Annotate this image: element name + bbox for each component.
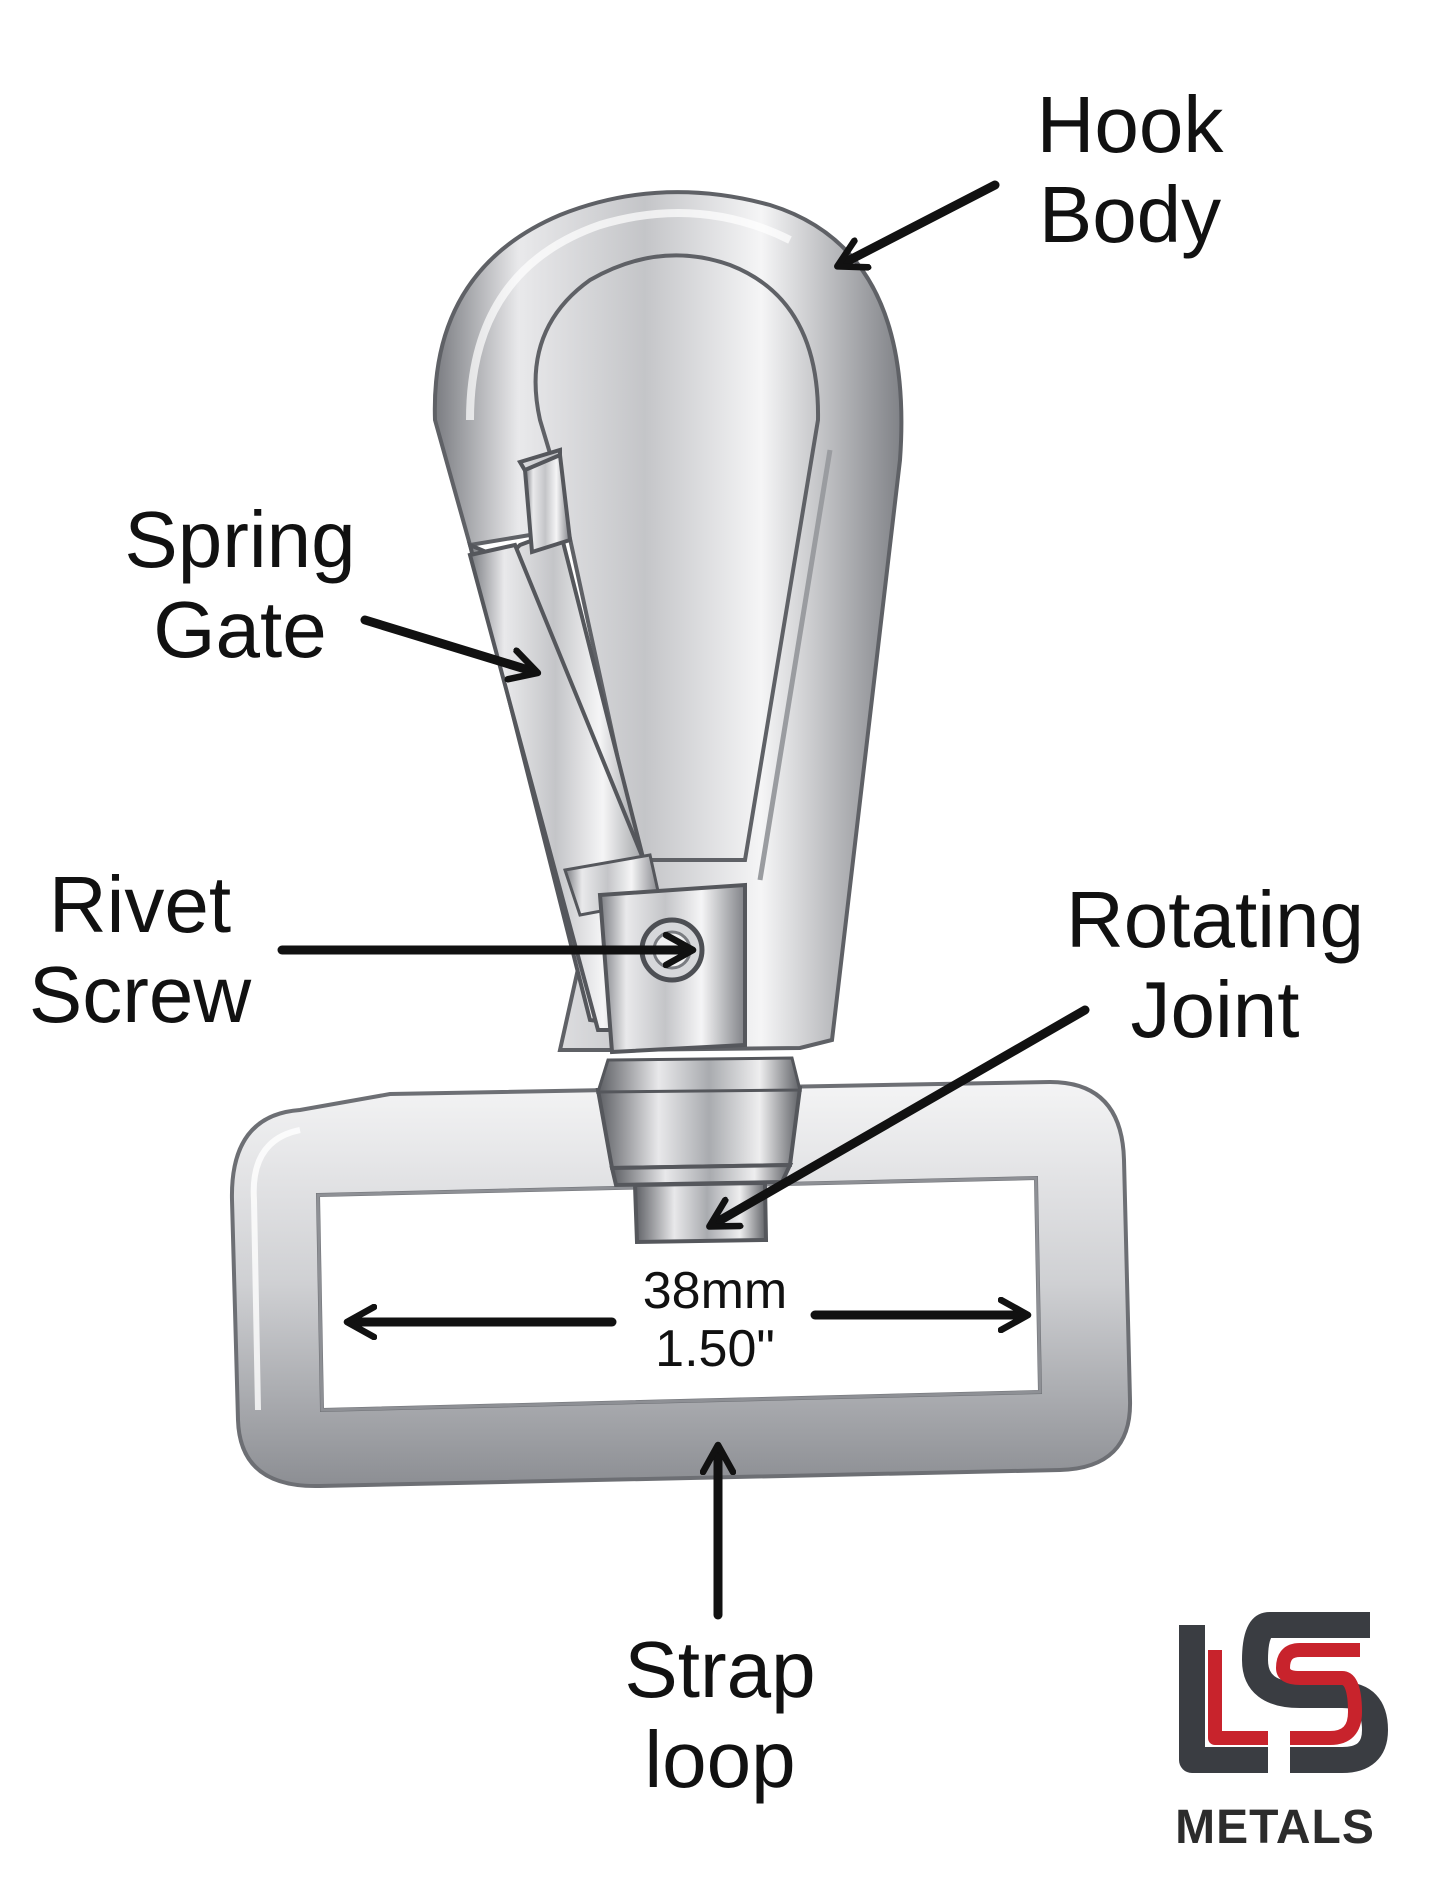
spring-gate-label-line-1: Spring — [124, 495, 356, 584]
rotating-joint-arrow — [712, 1005, 1090, 1225]
spring-gate-label-line-2: Gate — [153, 585, 327, 674]
rivet-screw-label-line-2: Screw — [28, 950, 252, 1039]
dimension-imperial: 1.50" — [655, 1320, 775, 1378]
rivet-screw — [597, 882, 747, 1055]
logo-wordmark-text: METALS — [1175, 1801, 1375, 1854]
strap-loop — [229, 1079, 1133, 1489]
hook-body-label: Hook Body — [1015, 80, 1245, 260]
hook-body-label-line-2: Body — [1038, 170, 1222, 259]
rivet-screw-label: Rivet Screw — [20, 860, 260, 1040]
spring-gate-arrow — [360, 615, 535, 672]
spring-gate-label: Spring Gate — [110, 495, 370, 675]
rivet-screw-label-line-1: Rivet — [48, 860, 232, 949]
callout-arrows — [277, 180, 1090, 1620]
rotating-joint-label: Rotating Joint — [1050, 875, 1380, 1055]
dimension-metric: 38mm — [642, 1262, 788, 1320]
rotating-joint-label-line-1: Rotating — [1066, 875, 1364, 964]
hook-body — [432, 190, 904, 1052]
strap-loop-label: Strap loop — [590, 1625, 850, 1805]
ls-metals-logo-mark — [1179, 1612, 1388, 1773]
strap-loop-label-line-1: Strap — [624, 1625, 816, 1714]
dimension-label: 38mm 1.50" — [615, 1262, 815, 1378]
rotating-joint — [595, 1056, 803, 1245]
hook-body-arrow — [840, 180, 1000, 265]
hook-body-label-line-1: Hook — [1036, 80, 1224, 169]
strap-loop-label-line-2: loop — [644, 1715, 796, 1804]
logo-wordmark: METALS — [1160, 1800, 1390, 1855]
rotating-joint-label-line-2: Joint — [1130, 965, 1300, 1054]
